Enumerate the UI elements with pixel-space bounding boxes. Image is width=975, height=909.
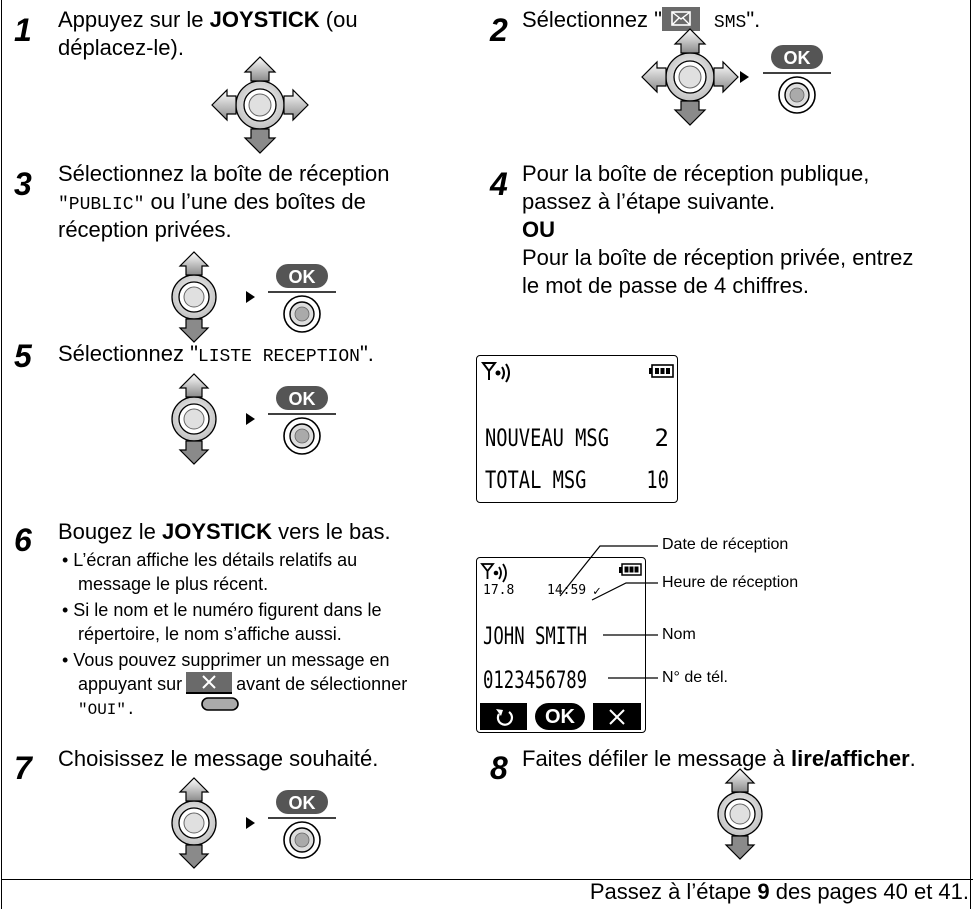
- ok-label: OK: [288, 389, 316, 409]
- battery-icon: [619, 563, 642, 576]
- ok-key: OK: [535, 703, 585, 730]
- back-key-icon: [496, 709, 514, 726]
- total-msg-label: TOTAL MSG: [485, 466, 587, 494]
- joystick-icon: [717, 768, 763, 860]
- soft-key-icon: [201, 697, 239, 711]
- signal-icon: [481, 362, 510, 383]
- step-6-bullet-1a: • L’écran affiche les détails relatifs a…: [62, 550, 358, 570]
- step-6-bullet-2b: répertoire, le nom s’affiche aussi.: [78, 624, 342, 644]
- lcd-screen-summary: NOUVEAU MSG 2 TOTAL MSG 10: [476, 355, 678, 503]
- step-4-text-line1: Pour la boîte de réception publique,: [522, 161, 870, 186]
- step-5-text: Sélectionnez "LISTE RECEPTION".: [58, 341, 374, 367]
- delete-key: [593, 703, 641, 730]
- envelope-icon: [661, 7, 700, 31]
- step-1-text-line2: déplacez-le).: [58, 35, 184, 60]
- step-6-bullet-3c: "OUI".: [78, 701, 136, 719]
- step-4-text-or: OU: [522, 217, 555, 242]
- step-3-number: 3: [14, 166, 32, 202]
- ok-label: OK: [288, 793, 316, 813]
- contact-name: JOHN SMITH: [483, 622, 588, 650]
- back-key: [480, 703, 527, 730]
- callout-date: Date de réception: [662, 536, 789, 553]
- callout-number: N° de tél.: [662, 669, 728, 686]
- callout-name: Nom: [662, 626, 696, 643]
- step-1-text-line1: Appuyez sur le JOYSTICK (ou: [58, 7, 358, 32]
- lcd-screen-message: 17.8 14:59 ✓ JOHN SMITH 0123456789 OK: [476, 557, 646, 733]
- ok-label: OK: [783, 48, 811, 68]
- step-8-text: Faites défiler le message à lire/affiche…: [522, 746, 916, 771]
- footer-text: Passez à l’étape 9 des pages 40 et 41.: [589, 879, 969, 904]
- new-msg-label: NOUVEAU MSG: [485, 424, 609, 452]
- step-5-number: 5: [14, 338, 32, 374]
- step-8-number: 8: [490, 750, 508, 786]
- step-6-bullet-3a: • Vous pouvez supprimer un message en: [62, 650, 390, 670]
- read-check: ✓: [593, 584, 601, 599]
- step-3-text-line1: Sélectionnez la boîte de réception: [58, 161, 390, 186]
- signal-icon: [480, 563, 507, 583]
- callout-time: Heure de réception: [662, 574, 799, 591]
- received-time: 14:59: [547, 583, 587, 598]
- step-7-number: 7: [14, 750, 32, 786]
- step-4-number: 4: [490, 166, 508, 202]
- step-3-text-line2: "PUBLIC" ou l’une des boîtes de: [58, 189, 366, 215]
- joystick-icon: [171, 777, 217, 869]
- delete-key-icon: [186, 672, 233, 694]
- received-date: 17.8: [483, 583, 515, 598]
- step-4-text-line2: passez à l’étape suivante.: [522, 189, 776, 214]
- close-icon: [609, 709, 625, 725]
- step-4-text-line5: le mot de passe de 4 chiffres.: [522, 273, 809, 298]
- phone-number: 0123456789: [483, 666, 588, 694]
- step-1-number: 1: [14, 12, 32, 48]
- total-msg-count: 10: [646, 466, 669, 494]
- battery-icon: [649, 364, 674, 378]
- ok-label: OK: [288, 267, 316, 287]
- step-7-text: Choisissez le message souhaité.: [58, 746, 379, 771]
- footer-divider: [1, 879, 973, 880]
- step-6-bullet-2a: • Si le nom et le numéro figurent dans l…: [62, 600, 382, 620]
- step-6-number: 6: [14, 522, 32, 558]
- arrow-right-icon: [246, 817, 255, 829]
- new-msg-count: 2: [654, 424, 669, 452]
- step-2-text: Sélectionnez "SMS".: [522, 7, 761, 33]
- step-6-text-line1: Bougez le JOYSTICK vers le bas.: [58, 519, 391, 544]
- step-4-text-line4: Pour la boîte de réception privée, entre…: [522, 245, 914, 270]
- step-3-text-line3: réception privées.: [58, 217, 232, 242]
- step-2-number: 2: [490, 12, 508, 48]
- step-6-bullet-1b: message le plus récent.: [78, 574, 269, 594]
